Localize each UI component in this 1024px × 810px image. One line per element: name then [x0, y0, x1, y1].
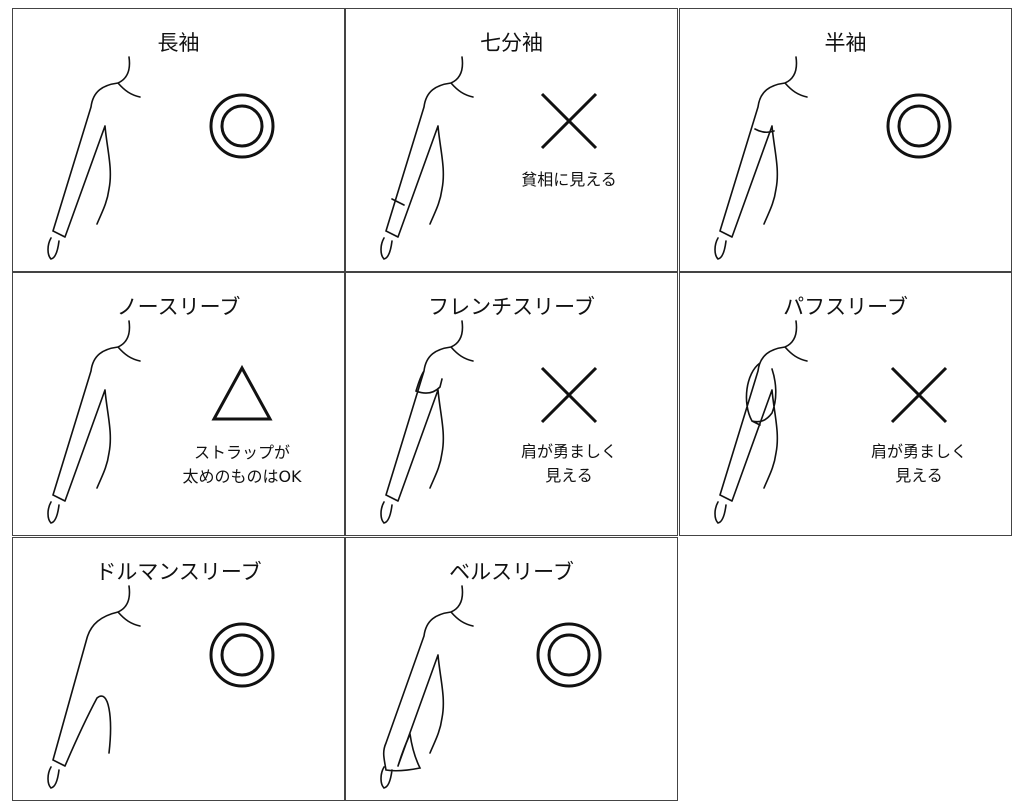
- arm-illustration: [714, 320, 948, 524]
- arm-illustration: [380, 585, 602, 789]
- cell-three-quarter-sleeve: 七分袖貧相に見える: [345, 8, 678, 272]
- cell-long-sleeve: 長袖: [12, 8, 345, 272]
- cross-mark-icon: [890, 366, 948, 424]
- note-text: 見える: [895, 466, 943, 485]
- note-text: 貧相に見える: [521, 170, 617, 189]
- sleeve-type-title: パフスリーブ: [783, 295, 908, 319]
- note-text: 肩が勇ましく: [520, 442, 617, 461]
- sleeve-type-title: 長袖: [157, 31, 200, 55]
- sleeve-type-title: ノースリーブ: [116, 295, 241, 319]
- arm-illustration: [47, 585, 275, 789]
- double-circle-mark-icon: [536, 622, 602, 688]
- double-circle-mark-icon: [209, 93, 275, 159]
- arm-outline: [714, 320, 808, 524]
- note-text: 見える: [545, 466, 593, 485]
- arm-illustration: [47, 56, 275, 260]
- arm-outline: [47, 585, 141, 789]
- sleeve-type-title: ドルマンスリーブ: [95, 560, 262, 584]
- cell-short-sleeve: 半袖: [679, 8, 1012, 272]
- cross-mark-icon: [540, 366, 598, 424]
- arm-outline: [380, 585, 474, 789]
- arm-illustration: [714, 56, 952, 260]
- double-circle-mark-icon: [209, 622, 275, 688]
- double-circle-mark-icon: [886, 93, 952, 159]
- note-text: 太めのものはOK: [182, 467, 302, 486]
- arm-outline: [380, 56, 474, 260]
- triangle-mark-icon: [211, 364, 273, 421]
- arm-illustration: [47, 320, 273, 524]
- note-text: 肩が勇ましく: [870, 442, 967, 461]
- cell-puff-sleeve: パフスリーブ肩が勇ましく見える: [679, 272, 1012, 536]
- cell-bell-sleeve: ベルスリーブ: [345, 537, 678, 801]
- sleeve-type-title: ベルスリーブ: [449, 560, 574, 584]
- cell-french-sleeve: フレンチスリーブ肩が勇ましく見える: [345, 272, 678, 536]
- cell-dolman-sleeve: ドルマンスリーブ: [12, 537, 345, 801]
- sleeve-type-title: フレンチスリーブ: [428, 295, 595, 319]
- sleeve-type-title: 半袖: [824, 31, 867, 55]
- arm-outline: [47, 56, 141, 260]
- arm-outline: [714, 56, 808, 260]
- arm-illustration: [380, 320, 598, 524]
- sleeve-type-title: 七分袖: [480, 31, 543, 55]
- cell-sleeveless: ノースリーブストラップが太めのものはOK: [12, 272, 345, 536]
- arm-outline: [47, 320, 141, 524]
- arm-outline: [380, 320, 474, 524]
- cross-mark-icon: [540, 92, 598, 150]
- arm-illustration: [380, 56, 598, 260]
- note-text: ストラップが: [193, 443, 290, 462]
